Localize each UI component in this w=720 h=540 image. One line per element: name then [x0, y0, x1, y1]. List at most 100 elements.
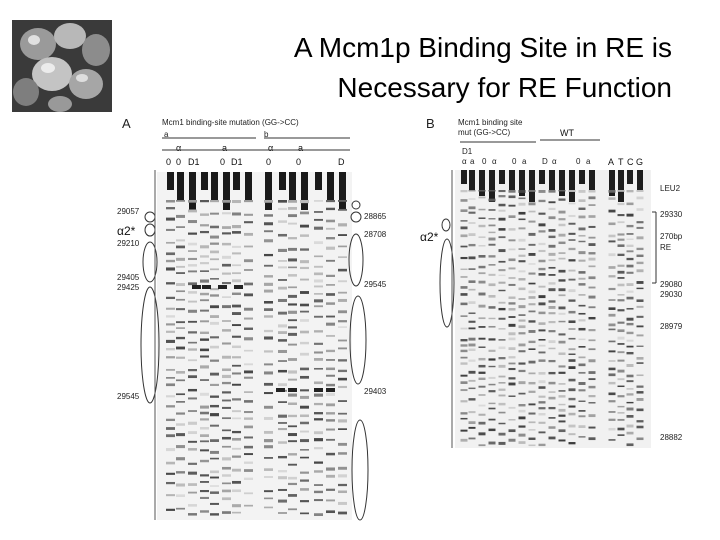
panel-a-band: [314, 211, 323, 213]
panel-a-band: [314, 412, 323, 415]
panel-a-band: [200, 320, 209, 323]
panel-a-band: [326, 284, 335, 286]
panel-b-band: [468, 398, 476, 401]
panel-b-band: [528, 252, 536, 256]
panel-a-band: [278, 331, 287, 334]
panel-a-band: [244, 200, 253, 203]
panel-a-band: [326, 315, 335, 318]
panel-b-band: [588, 414, 596, 418]
panel-a-band: [326, 474, 335, 478]
panel-a-band: [264, 439, 273, 443]
panel-a-band: [244, 259, 253, 263]
panel-a-letter: A: [122, 116, 131, 131]
panel-a-band: [232, 335, 241, 338]
panel-a-band: [300, 456, 309, 459]
panel-b-band: [528, 190, 536, 192]
panel-a-oval: [351, 419, 369, 521]
panel-b-band: [578, 356, 586, 359]
panel-b-band: [460, 429, 468, 432]
panel-b-band: [608, 411, 616, 413]
panel-b-band: [460, 315, 468, 317]
panel-a-band: [314, 330, 323, 333]
panel-a-band: [222, 457, 231, 461]
yeast-cells-micrograph-icon: [12, 20, 112, 112]
panel-a-lane-top: [279, 172, 286, 190]
panel-b-band: [568, 397, 576, 401]
panel-b-band: [636, 408, 644, 412]
panel-b-band: [478, 404, 486, 407]
panel-b-lane-label: a: [522, 157, 527, 166]
panel-b-band: [538, 401, 546, 404]
panel-a-band: [222, 436, 231, 440]
panel-a-band: [210, 413, 219, 417]
panel-a-band: [210, 424, 219, 427]
panel-b-band: [548, 371, 556, 375]
panel-b-alpha2-label: α2*: [420, 230, 439, 244]
panel-a-band: [188, 220, 197, 224]
panel-b-band: [460, 226, 468, 230]
panel-b-band: [488, 295, 496, 298]
panel-b-band: [460, 400, 468, 403]
panel-b-band: [568, 214, 576, 218]
panel-b-band: [468, 348, 476, 351]
panel-b-band: [578, 436, 586, 438]
panel-b-band: [568, 328, 576, 330]
panel-b-band: [636, 420, 644, 423]
panel-b-band: [558, 352, 566, 355]
panel-b-band: [617, 434, 625, 436]
panel-b-right-label: 28979: [660, 322, 683, 331]
panel-b-band: [498, 388, 506, 391]
panel-a-band: [232, 252, 241, 255]
panel-b-band: [558, 252, 566, 255]
panel-b-band: [608, 222, 616, 226]
panel-b-lane-label: α: [492, 157, 497, 166]
panel-a-band: [314, 342, 323, 345]
panel-b-band: [548, 321, 556, 324]
panel-a-band: [176, 433, 185, 437]
panel-a-band: [326, 383, 335, 387]
panel-a-band: [314, 447, 323, 450]
panel-a-band: [222, 282, 231, 285]
panel-b-band: [608, 266, 616, 269]
panel-a-band: [326, 219, 335, 223]
panel-b-band: [518, 332, 526, 335]
panel-b-band: [588, 306, 596, 309]
panel-b-band: [626, 290, 634, 293]
panel-a-sub-a: a: [164, 130, 169, 139]
panel-a-band: [210, 278, 219, 280]
panel-a-band: [288, 414, 297, 418]
panel-b-band: [548, 235, 556, 239]
panel-a-band: [264, 490, 273, 493]
panel-b-band: [626, 202, 634, 206]
panel-b-band: [568, 259, 576, 262]
panel-a-band: [232, 489, 241, 493]
panel-b-band: [508, 367, 516, 371]
panel-a-right-coord: 29403: [364, 387, 387, 396]
panel-b-band: [518, 381, 526, 385]
panel-b-band: [508, 406, 516, 409]
panel-b-band: [528, 437, 536, 440]
panel-b-band: [608, 360, 616, 362]
panel-a-band: [232, 417, 241, 420]
panel-a-band: [222, 474, 231, 477]
panel-a-band: [326, 274, 335, 277]
panel-b-band: [538, 230, 546, 233]
panel-b-band: [538, 359, 546, 362]
panel-a-band: [166, 315, 175, 318]
panel-b-oval: [439, 238, 455, 328]
panel-b-band: [617, 233, 625, 236]
panel-a-band: [188, 369, 197, 372]
panel-a-strong-band: [276, 388, 285, 392]
panel-a-band: [288, 274, 297, 277]
slide-title-line-1: A Mcm1p Binding Site in RE is: [293, 32, 672, 63]
panel-b-band: [478, 292, 486, 296]
panel-b-band: [508, 347, 516, 350]
panel-a-band: [314, 305, 323, 308]
panel-b-band: [548, 282, 556, 285]
panel-b-band: [636, 357, 644, 360]
panel-b-band: [636, 221, 644, 224]
panel-a-band: [300, 471, 309, 474]
panel-a-band: [264, 336, 273, 340]
panel-a-band: [314, 402, 323, 406]
panel-a-band: [188, 431, 197, 435]
